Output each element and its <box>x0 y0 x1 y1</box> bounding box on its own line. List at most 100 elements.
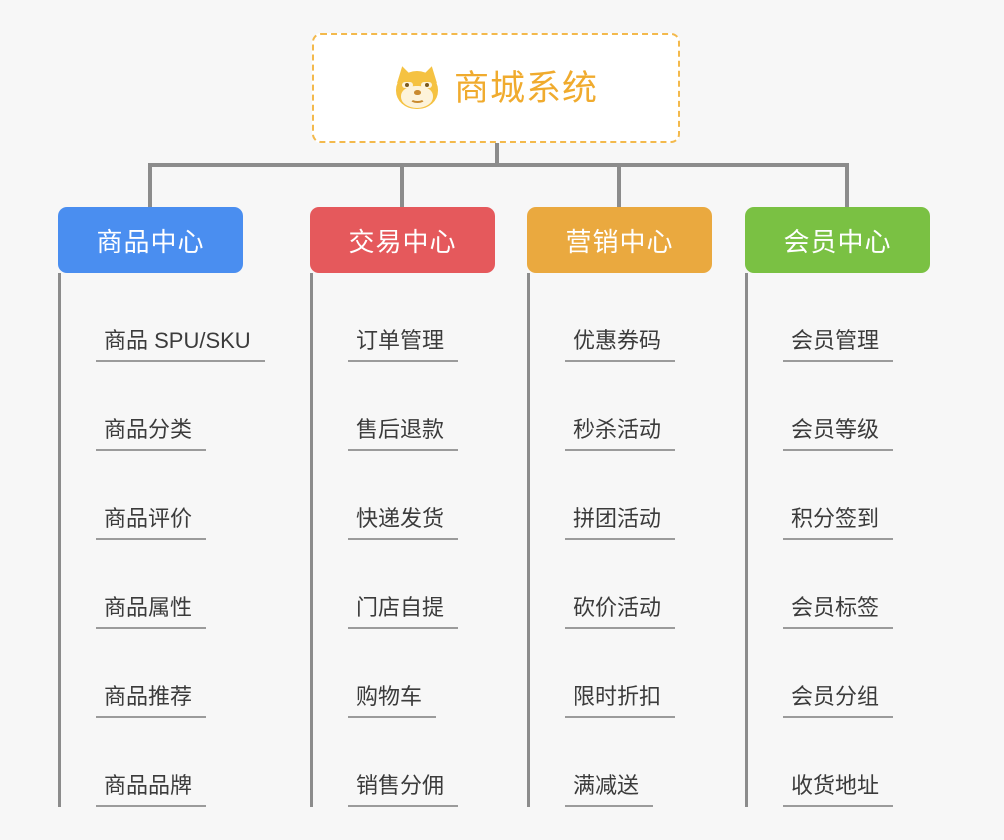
connector-horizontal-bus <box>148 163 848 167</box>
leaf-item[interactable]: 会员管理 <box>745 273 930 362</box>
leaf-item-label: 满减送 <box>573 772 640 798</box>
leaf-item-label: 会员标签 <box>791 594 880 620</box>
leaf-item[interactable]: 满减送 <box>527 718 712 807</box>
connector-drop-2 <box>617 163 621 209</box>
leaf-item-label: 商品评价 <box>104 505 193 531</box>
shiba-pupil-left-icon <box>404 83 409 87</box>
leaf-item-label: 商品品牌 <box>104 772 193 798</box>
leaf-underline: 商品属性 <box>96 594 207 629</box>
leaf-item[interactable]: 订单管理 <box>310 273 495 362</box>
branch-1: 交易中心订单管理售后退款快递发货门店自提购物车销售分佣 <box>310 207 495 807</box>
leaf-item[interactable]: 商品品牌 <box>58 718 243 807</box>
leaf-item[interactable]: 门店自提 <box>310 540 495 629</box>
leaf-underline: 会员管理 <box>783 327 894 362</box>
branch-trunk-1 <box>310 273 313 807</box>
leaf-list-2: 优惠券码秒杀活动拼团活动砍价活动限时折扣满减送 <box>527 273 712 807</box>
leaf-item-label: 收货地址 <box>791 772 880 798</box>
branch-2: 营销中心优惠券码秒杀活动拼团活动砍价活动限时折扣满减送 <box>527 207 712 807</box>
branch-header-3[interactable]: 会员中心 <box>745 207 930 273</box>
leaf-item[interactable]: 商品推荐 <box>58 629 243 718</box>
leaf-underline: 商品评价 <box>96 505 207 540</box>
leaf-item-label: 商品推荐 <box>104 683 193 709</box>
connector-root-stem <box>495 143 499 165</box>
leaf-underline: 商品 SPU/SKU <box>96 328 265 362</box>
leaf-underline: 会员分组 <box>783 683 894 718</box>
leaf-item[interactable]: 限时折扣 <box>527 629 712 718</box>
leaf-item-label: 砍价活动 <box>573 594 662 620</box>
leaf-underline: 订单管理 <box>348 327 459 362</box>
branch-header-label: 交易中心 <box>348 226 457 257</box>
leaf-item[interactable]: 商品属性 <box>58 540 243 629</box>
branch-0: 商品中心商品 SPU/SKU 商品分类商品评价商品属性商品推荐商品品牌 <box>58 207 265 807</box>
leaf-underline: 售后退款 <box>348 416 459 451</box>
leaf-item-label: 商品分类 <box>104 416 193 442</box>
leaf-item[interactable]: 积分签到 <box>745 451 930 540</box>
leaf-item[interactable]: 会员等级 <box>745 362 930 451</box>
leaf-item[interactable]: 快递发货 <box>310 451 495 540</box>
leaf-item-label: 限时折扣 <box>573 683 662 709</box>
leaf-item[interactable]: 购物车 <box>310 629 495 718</box>
connector-drop-0 <box>148 163 152 209</box>
leaf-item-label: 订单管理 <box>356 327 445 353</box>
leaf-item-label: 商品属性 <box>104 594 193 620</box>
leaf-underline: 商品推荐 <box>96 683 207 718</box>
leaf-item-label: 快递发货 <box>356 505 445 531</box>
branch-header-1[interactable]: 交易中心 <box>310 207 495 273</box>
leaf-underline: 拼团活动 <box>565 505 676 540</box>
leaf-item[interactable]: 收货地址 <box>745 718 930 807</box>
shiba-dog-icon <box>393 64 441 110</box>
leaf-item[interactable]: 拼团活动 <box>527 451 712 540</box>
connector-drop-3 <box>845 163 849 209</box>
leaf-underline: 优惠券码 <box>565 327 676 362</box>
leaf-underline: 秒杀活动 <box>565 416 676 451</box>
leaf-item[interactable]: 砍价活动 <box>527 540 712 629</box>
branch-trunk-3 <box>745 273 748 807</box>
leaf-underline: 限时折扣 <box>565 683 676 718</box>
root-title: 商城系统 <box>453 68 598 108</box>
leaf-item-label: 门店自提 <box>356 594 445 620</box>
connector-drop-1 <box>400 163 404 209</box>
branch-header-0[interactable]: 商品中心 <box>58 207 243 273</box>
leaf-underline: 会员标签 <box>783 594 894 629</box>
branch-header-2[interactable]: 营销中心 <box>527 207 712 273</box>
leaf-underline: 销售分佣 <box>348 772 459 807</box>
leaf-item[interactable]: 销售分佣 <box>310 718 495 807</box>
leaf-item[interactable]: 会员分组 <box>745 629 930 718</box>
leaf-item-label: 购物车 <box>356 683 423 709</box>
leaf-underline: 满减送 <box>565 772 654 807</box>
leaf-item-label: 拼团活动 <box>573 505 662 531</box>
leaf-list-1: 订单管理售后退款快递发货门店自提购物车销售分佣 <box>310 273 495 807</box>
leaf-underline: 快递发货 <box>348 505 459 540</box>
leaf-item-label: 积分签到 <box>791 505 880 531</box>
branch-header-label: 商品中心 <box>96 226 205 257</box>
leaf-item-label: 会员等级 <box>791 416 880 442</box>
leaf-item[interactable]: 商品分类 <box>58 362 243 451</box>
leaf-item[interactable]: 秒杀活动 <box>527 362 712 451</box>
leaf-underline: 积分签到 <box>783 505 894 540</box>
leaf-item-label: 销售分佣 <box>356 772 445 798</box>
shiba-nose-icon <box>413 90 421 95</box>
shiba-mouth-icon <box>409 95 425 103</box>
leaf-item-label: 会员分组 <box>791 683 880 709</box>
branch-trunk-2 <box>527 273 530 807</box>
leaf-item-label: 售后退款 <box>356 416 445 442</box>
leaf-underline: 商品分类 <box>96 416 207 451</box>
leaf-underline: 收货地址 <box>783 772 894 807</box>
leaf-item-label: 秒杀活动 <box>573 416 662 442</box>
leaf-item[interactable]: 会员标签 <box>745 540 930 629</box>
leaf-item[interactable]: 售后退款 <box>310 362 495 451</box>
leaf-item[interactable]: 优惠券码 <box>527 273 712 362</box>
leaf-item-label: 优惠券码 <box>573 327 662 353</box>
leaf-item-label: 会员管理 <box>791 327 880 353</box>
leaf-list-0: 商品 SPU/SKU 商品分类商品评价商品属性商品推荐商品品牌 <box>58 273 265 807</box>
branch-trunk-0 <box>58 273 61 807</box>
shiba-pupil-right-icon <box>424 83 429 87</box>
root-node[interactable]: 商城系统 <box>312 33 680 143</box>
leaf-underline: 砍价活动 <box>565 594 676 629</box>
leaf-list-3: 会员管理会员等级积分签到会员标签会员分组收货地址 <box>745 273 930 807</box>
leaf-underline: 门店自提 <box>348 594 459 629</box>
leaf-item[interactable]: 商品 SPU/SKU <box>58 273 265 362</box>
leaf-underline: 购物车 <box>348 683 437 718</box>
leaf-item[interactable]: 商品评价 <box>58 451 243 540</box>
